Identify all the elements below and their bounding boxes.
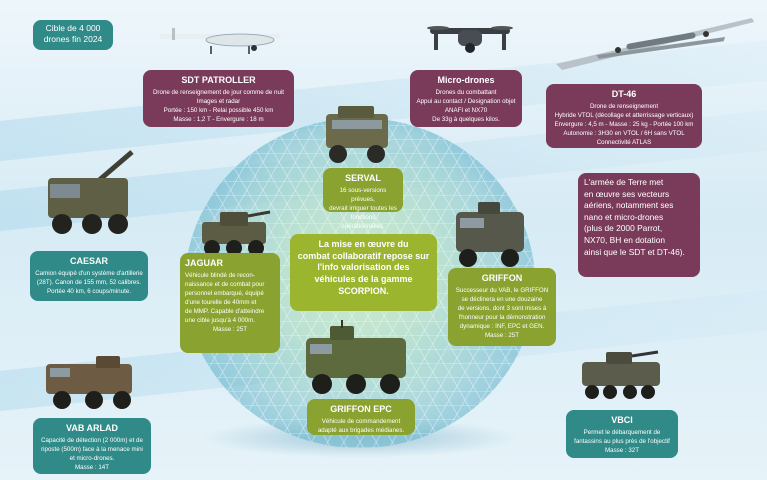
note-line: en œuvre ses vecteurs — [584, 188, 670, 199]
sdt-patroller-drone-icon — [160, 28, 280, 54]
card-line: et micro-drones. — [69, 455, 115, 463]
card-sdt-patroller: SDT PATROLLER Drone de renseignement de … — [143, 70, 294, 127]
card-line: l'honneur pour la démonstration — [458, 314, 546, 321]
card-title: GRIFFON — [481, 273, 523, 283]
card-line: fonctions opérationnelles. — [341, 214, 385, 230]
dt46-drone-icon — [556, 18, 754, 70]
card-line: Masse : 25T — [212, 325, 248, 333]
card-griffon-epc: GRIFFON EPC Véhicule de commandement ada… — [307, 399, 415, 435]
center-line: La mise en œuvre du — [318, 239, 409, 249]
card-line: Masse : 14T — [74, 464, 110, 471]
target-badge: Cible de 4 000 drones fin 2024 — [33, 20, 113, 50]
micro-drone-icon — [427, 26, 513, 53]
card-line: Connectivité ATLAS — [596, 138, 652, 146]
center-message: La mise en œuvre du combat collaboratif … — [290, 234, 437, 311]
card-line: De 33g à quelques kilos. — [432, 116, 500, 123]
card-griffon: GRIFFON Successeur du VAB, le GRIFFON se… — [448, 268, 556, 346]
griffon-vehicle-icon — [456, 202, 524, 267]
jaguar-vehicle-icon — [202, 210, 271, 256]
card-title: SERVAL — [345, 173, 381, 183]
card-line: fantassins au plus près de l'objectif — [574, 438, 670, 446]
card-title: VAB ARLAD — [66, 423, 118, 433]
note-line: L'armée de Terre met — [584, 177, 664, 187]
army-note: L'armée de Terre met en œuvre ses vecteu… — [578, 173, 700, 277]
note-line: NX70, BH en dotation — [584, 234, 666, 245]
griffon-epc-vehicle-icon — [306, 320, 406, 394]
center-line: l'info valorisation des — [317, 262, 410, 273]
card-line: (28T). Canon de 155 mm, 52 calibres. — [36, 279, 142, 287]
card-line: Capacité de détection (2 000m) et de — [41, 437, 143, 445]
card-line: Portée : 150 km - Relai possible 450 km — [163, 107, 274, 115]
card-jaguar: JAGUAR Véhicule blindé de recon- naissan… — [180, 253, 280, 353]
card-dt46: DT-46 Drone de renseignement Hybride VTO… — [546, 84, 702, 148]
card-title: CAESAR — [69, 256, 108, 266]
card-line: Drone de renseignement — [589, 103, 659, 111]
center-line: véhicules de la gamme — [314, 274, 413, 285]
card-line: d'une tourelle de 40mm et — [185, 299, 257, 306]
note-line: (plus de 2000 Parrot, — [584, 223, 663, 234]
note-line: nano et micro-drones — [584, 211, 664, 222]
center-line: SCORPION. — [338, 285, 389, 296]
target-line: Cible de 4 000 — [45, 23, 101, 33]
card-title: JAGUAR — [185, 258, 224, 268]
card-line: Véhicule de commandement — [321, 418, 401, 426]
card-vab-arlad: VAB ARLAD Capacité de détection (2 000m)… — [33, 418, 151, 474]
card-line: Camion équipé d'un système d'artillerie — [35, 270, 143, 278]
card-line: Hybride VTOL (décollage et atterrissage … — [554, 112, 694, 120]
card-line: Drones du combattant — [435, 89, 497, 97]
card-line: Véhicule blindé de recon- — [185, 272, 255, 280]
card-serval: SERVAL 16 sous-versions prévues, devrait… — [323, 168, 403, 230]
card-line: devrait irriguer toutes les — [329, 205, 397, 213]
card-line: Appui au contact / Designation objet — [416, 98, 516, 106]
card-line: ANAFI et NX70 — [444, 107, 488, 115]
card-line: de MMP. Capable d'atteindre — [185, 307, 265, 315]
note-line: ainsi que le SDT et DT-46). — [584, 246, 685, 257]
vab-arlad-vehicle-icon — [46, 356, 132, 409]
card-line: Masse : 1,2 T - Envergure : 18 m — [173, 116, 264, 123]
card-line: Drone de renseignement de jour comme de … — [152, 89, 285, 97]
note-line: aériens, notamment ses — [584, 200, 674, 211]
card-line: Portée 40 km, 6 coups/minute. — [47, 288, 131, 296]
card-line: Images et radar — [196, 98, 241, 106]
card-vbci: VBCI Permet le débarquement de fantassin… — [566, 410, 678, 458]
card-line: se déclinera en une douzaine — [461, 296, 543, 304]
center-line: combat collaboratif repose sur — [297, 250, 430, 261]
card-line: Successeur du VAB, le GRIFFON — [455, 287, 549, 295]
serval-vehicle-icon — [326, 106, 388, 163]
card-title: SDT PATROLLER — [181, 75, 256, 85]
card-micro-drones: Micro-drones Drones du combattant Appui … — [410, 70, 522, 127]
card-line: personnel embarqué, équipé — [185, 290, 264, 298]
card-line: Masse : 32T — [604, 447, 640, 455]
caesar-vehicle-icon — [48, 150, 134, 234]
card-line: naissance et de combat pour — [185, 281, 265, 289]
card-title: DT-46 — [611, 89, 637, 99]
card-line: de versions, dont 3 sont mises à — [457, 305, 547, 313]
card-line: dynamique : INF, EPC et GEN. — [459, 322, 545, 330]
card-line: Envergure : 4,5 m - Masse : 25 kg - Port… — [554, 121, 694, 129]
card-line: riposte (500m) face à la menace mini — [41, 446, 143, 454]
card-line: une cible jusqu'à 4 000m. — [185, 316, 255, 324]
card-line: 16 sous-versions prévues, — [339, 187, 387, 204]
card-title: Micro-drones — [437, 75, 495, 85]
vbci-vehicle-icon — [582, 350, 660, 399]
card-line: adapté aux brigades médianes. — [317, 427, 405, 435]
card-title: GRIFFON EPC — [330, 404, 392, 414]
card-title: VBCI — [611, 415, 633, 425]
card-caesar: CAESAR Camion équipé d'un système d'arti… — [30, 251, 148, 301]
target-line: drones fin 2024 — [43, 34, 103, 45]
card-line: Permet le débarquement de — [583, 429, 661, 437]
card-line: Autonomie : 3H30 en VTOL / 6H sans VTOL — [563, 130, 685, 137]
card-line: Masse : 25T — [484, 331, 520, 339]
